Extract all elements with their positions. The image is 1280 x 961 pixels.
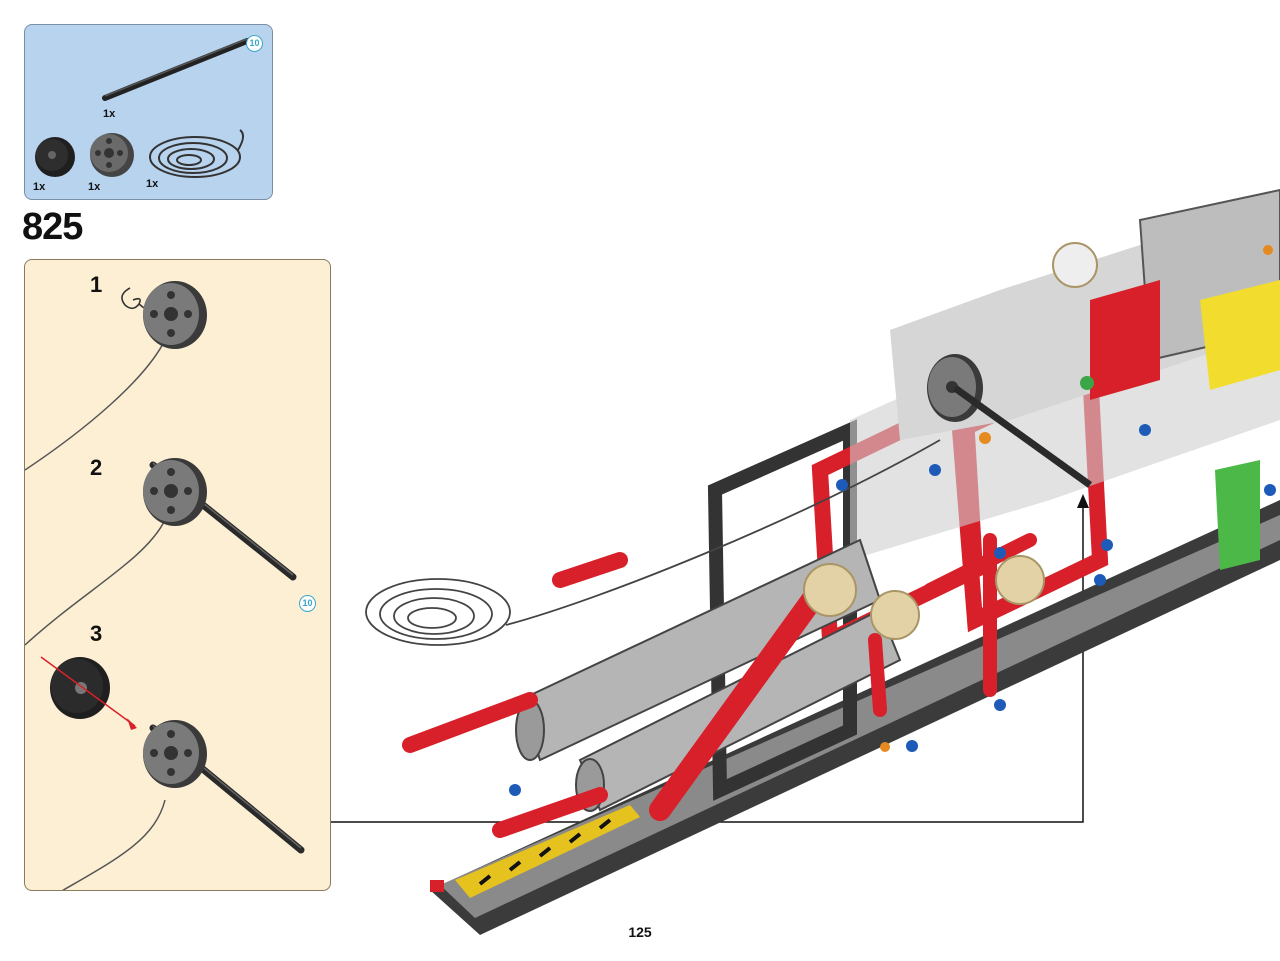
disc-added-icon — [40, 656, 305, 890]
hub-with-string-icon — [25, 281, 207, 471]
string-qty: 1x — [146, 178, 159, 190]
blue-pins — [509, 424, 1276, 796]
orange-details — [880, 245, 1273, 752]
hub-qty: 1x — [88, 181, 101, 193]
axle-length-callout-2: 10 — [299, 595, 316, 612]
axle-length-callout: 10 — [246, 35, 263, 52]
winch-hub — [927, 354, 1093, 488]
subassembly-panel: 1 2 10 3 — [24, 259, 331, 891]
parts-list-panel: 10 1x 1x 1x 1x — [24, 24, 273, 200]
axle-qty: 1x — [103, 108, 116, 120]
green-pin — [1080, 376, 1094, 390]
wheel-hub-icon — [90, 133, 134, 177]
red-end-cap — [430, 880, 444, 892]
gears — [803, 242, 1098, 640]
page-number: 125 — [628, 924, 652, 940]
disc-qty: 1x — [33, 181, 46, 193]
hub-on-axle-icon — [25, 458, 297, 646]
red-struts — [402, 533, 1037, 838]
crane-frame — [707, 188, 1280, 801]
axle-10-icon — [102, 38, 250, 101]
string-coil-icon — [149, 129, 244, 178]
loose-string-coil — [365, 439, 941, 646]
subassembly-illustrations — [25, 281, 305, 890]
substep-1-number: 1 — [90, 272, 103, 297]
substep-2-number: 2 — [90, 455, 103, 480]
parts-illustrations — [35, 38, 250, 178]
substep-3-number: 3 — [90, 621, 103, 646]
step-number: 825 — [22, 206, 83, 248]
black-disc-icon — [35, 137, 75, 177]
